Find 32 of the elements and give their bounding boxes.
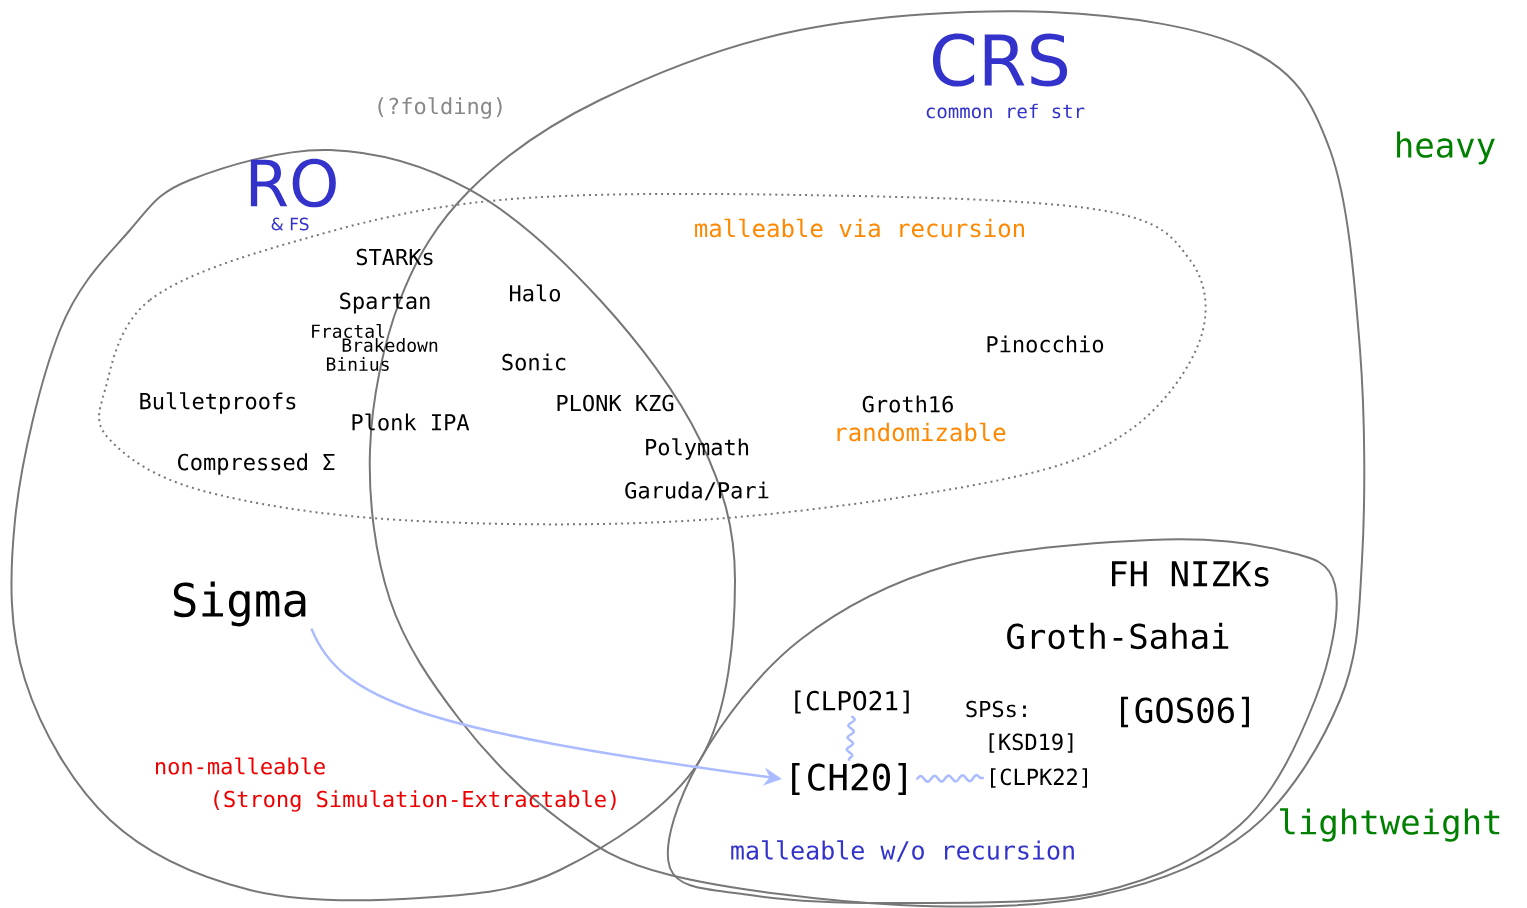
text-label: randomizable — [837, 422, 1006, 442]
squiggle-line — [915, 773, 984, 784]
text-label: [GOS06] — [1121, 696, 1249, 728]
text-label: Fractal — [312, 324, 385, 338]
citation-label: [CLPO21] — [795, 690, 909, 714]
text-label: SPSs: — [966, 700, 1026, 718]
citation-label: [CLPK22] — [991, 768, 1087, 788]
text-label: lightweight — [1280, 808, 1500, 842]
squiggle-line — [845, 715, 856, 762]
text-label: Bulletproofs — [140, 392, 296, 414]
text-label: Plonk IPA — [352, 413, 470, 431]
text-label: heavy — [1397, 131, 1495, 165]
text-label: Compressed Σ — [178, 453, 335, 475]
text-label: Groth-Sahai — [1007, 622, 1229, 650]
text-label: (?folding) — [378, 97, 502, 119]
text-label: Spartan — [340, 292, 430, 314]
citation-label: [CH20] — [792, 762, 906, 796]
sigma-label: Sigma — [173, 581, 306, 627]
text-label: Groth16 — [862, 395, 953, 413]
text-label: non-malleable — [156, 757, 325, 775]
text-label: Binius — [326, 357, 389, 371]
text-label: Sonic — [502, 353, 566, 371]
text-label: STARKs — [356, 248, 433, 266]
text-label: Brakedown — [342, 338, 438, 352]
text-label: PLONK KZG — [557, 394, 674, 412]
text-label: FH NIZKs — [1112, 561, 1269, 587]
text-label: [KSD19] — [989, 733, 1073, 753]
text-label: Garuda/Pari — [625, 481, 769, 501]
text-label: (Strong Simulation-Extractable) — [214, 790, 616, 812]
text-label: Polymath — [646, 438, 749, 460]
text-label: Halo — [510, 284, 561, 302]
text-label: Pinocchio — [987, 335, 1104, 353]
